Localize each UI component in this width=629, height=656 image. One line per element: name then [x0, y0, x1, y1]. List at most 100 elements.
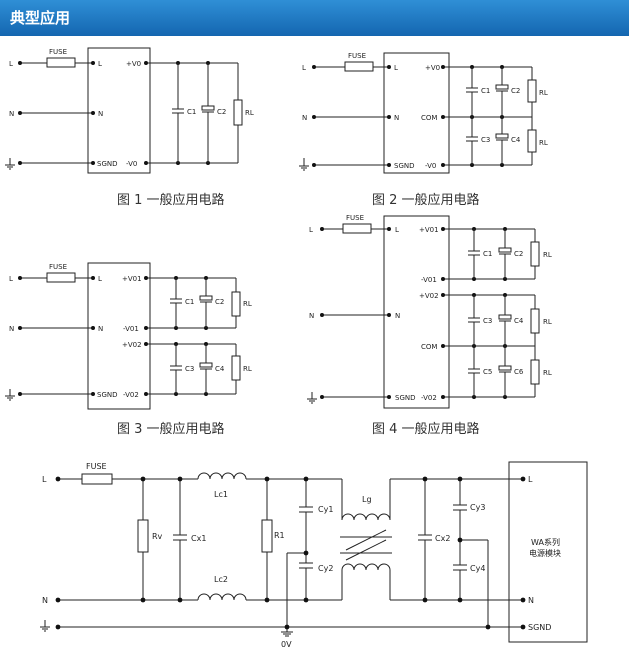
fig4-label-c1: C1 [483, 250, 492, 258]
fig4-label-c4: C4 [514, 317, 524, 325]
zero-v-ground-icon [281, 631, 293, 637]
fig3-label-c2: C2 [215, 298, 224, 306]
fig2-label-c2: C2 [511, 87, 520, 95]
caption-fig3: 图 3 一般应用电路 [117, 422, 225, 437]
fig3-label-c1: C1 [185, 298, 194, 306]
fig4-pin-v02p: +V02 [419, 292, 439, 300]
figure-1-circuit: L N FUSE L N SGND +V0 -V0 C1 C2 RL [5, 47, 254, 174]
fig4-pin-L: L [395, 226, 399, 234]
fig4-label-rl2: RL [543, 318, 552, 326]
fig3-pin-v02n: -V02 [123, 391, 139, 399]
fig1-pin-N: N [98, 110, 103, 118]
fig4-label-rl3: RL [543, 369, 552, 377]
fig1-fuse [46, 57, 76, 68]
fig4-pin-com: COM [421, 343, 437, 351]
bottom-fuse [81, 473, 113, 485]
rv-resistor [137, 519, 149, 553]
fig4-label-fuse: FUSE [346, 214, 364, 222]
bottom-label-fuse: FUSE [86, 462, 107, 471]
fig1-pin-v0n: -V0 [126, 160, 137, 168]
fig4-pin-N: N [395, 312, 400, 320]
label-cx2: Cx2 [435, 534, 450, 543]
label-cx1: Cx1 [191, 534, 206, 543]
fig3-module-box [87, 262, 151, 410]
label-cy3: Cy3 [470, 503, 485, 512]
module-pin-sgnd: SGND [528, 623, 551, 632]
section-header: 典型应用 [0, 0, 629, 36]
fig3-label-rl2: RL [243, 365, 252, 373]
fig2-label-c3: C3 [481, 136, 490, 144]
fig4-label-L: L [309, 226, 313, 234]
fig3-pin-v02p: +V02 [122, 341, 142, 349]
caption-fig1: 图 1 一般应用电路 [117, 193, 225, 208]
fig1-label-c2: C2 [217, 108, 226, 116]
figure-3-circuit: L N FUSE L N SGND +V01 -V01 +V02 -V02 C1… [5, 262, 252, 410]
fig1-label-fuse: FUSE [49, 48, 67, 56]
emi-filter-circuit: WA系列 电源模块 [40, 461, 588, 649]
fig2-label-rl1: RL [539, 89, 548, 97]
lg-lower-winding [341, 563, 391, 571]
fig4-pin-sgnd: SGND [395, 394, 416, 402]
fig1-label-rl: RL [245, 109, 254, 117]
fig2-pin-com: COM [421, 114, 437, 122]
fig3-label-fuse: FUSE [49, 263, 67, 271]
fig2-label-L: L [302, 64, 306, 72]
fig1-label-N: N [9, 110, 14, 118]
fig1-pin-v0p: +V0 [126, 60, 141, 68]
module-label-line2: 电源模块 [529, 548, 561, 558]
fig2-module-box [383, 52, 450, 174]
fig2-fuse [344, 61, 374, 72]
lc2-inductor [197, 593, 247, 601]
fig2-label-fuse: FUSE [348, 52, 366, 60]
module-label-line1: WA系列 [531, 537, 560, 547]
fig2-label-rl2: RL [539, 139, 548, 147]
label-lc1: Lc1 [214, 490, 228, 499]
module-pin-N: N [528, 596, 534, 605]
fig1-pin-L: L [98, 60, 102, 68]
fig1-ground-icon [5, 158, 15, 170]
fig3-pin-L: L [98, 275, 102, 283]
figure-4-circuit: L N FUSE L N SGND +V01 -V01 +V02 COM -V0… [307, 214, 552, 409]
fig4-pin-v01p: +V01 [419, 226, 439, 234]
fig2-label-c4: C4 [511, 136, 521, 144]
fig1-pin-sgnd: SGND [97, 160, 118, 168]
caption-fig2: 图 2 一般应用电路 [372, 193, 480, 208]
fig4-label-c5: C5 [483, 368, 492, 376]
figure-2-circuit: L N FUSE L N SGND +V0 COM -V0 C1 C3 C2 C… [299, 52, 548, 174]
label-cy4: Cy4 [470, 564, 485, 573]
fig1-label-c1: C1 [187, 108, 196, 116]
module-pin-L: L [528, 475, 533, 484]
fig3-pin-v01n: -V01 [123, 325, 139, 333]
fig3-label-rl1: RL [243, 300, 252, 308]
lg-upper-winding [341, 513, 379, 521]
fig2-pin-v0n: -V0 [425, 162, 436, 170]
bottom-ground-icon [40, 620, 50, 632]
fig2-label-N: N [302, 114, 307, 122]
fig1-module-box [87, 47, 151, 174]
fig2-ground-icon [299, 158, 309, 171]
fig4-pin-v01n: -V01 [421, 276, 437, 284]
fig3-pin-sgnd: SGND [97, 391, 118, 399]
bottom-label-N: N [42, 596, 48, 605]
label-rv: Rv [152, 532, 163, 541]
caption-fig4: 图 4 一般应用电路 [372, 422, 480, 437]
r1-resistor [261, 519, 273, 553]
fig3-label-c4: C4 [215, 365, 225, 373]
fig2-pin-N: N [394, 114, 399, 122]
fig3-label-L: L [9, 275, 13, 283]
fig4-label-rl1: RL [543, 251, 552, 259]
label-r1: R1 [274, 531, 285, 540]
label-lg: Lg [362, 495, 372, 504]
fig4-fuse [342, 223, 372, 234]
fig3-pin-v01p: +V01 [122, 275, 142, 283]
fig2-pin-L: L [394, 64, 398, 72]
fig2-pin-sgnd: SGND [394, 162, 415, 170]
label-0v: 0V [281, 640, 292, 649]
fig4-label-c6: C6 [514, 368, 524, 376]
fig4-label-c2: C2 [514, 250, 523, 258]
label-cy2: Cy2 [318, 564, 333, 573]
fig3-label-N: N [9, 325, 14, 333]
label-lc2: Lc2 [214, 575, 228, 584]
fig4-ground-icon [307, 392, 317, 404]
